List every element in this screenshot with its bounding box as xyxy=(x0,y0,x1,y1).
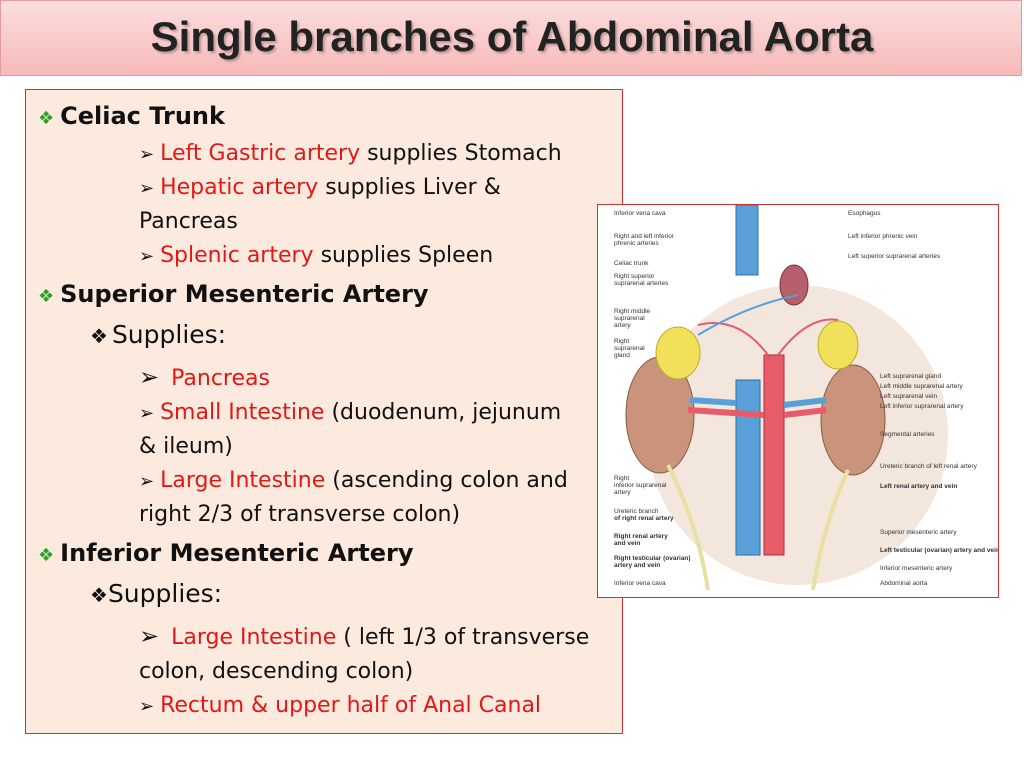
figure-label-right: Left inferior suprarenal artery xyxy=(880,403,964,410)
title-bar xyxy=(0,0,1022,76)
arrow-bullet-icon: ➢ xyxy=(139,178,155,199)
ima-item-1-cont: colon, descending colon) xyxy=(139,659,414,684)
arrow-bullet-icon: ➢ xyxy=(139,471,155,492)
figure-label-left: gland xyxy=(614,352,630,359)
celiac-item-1: ➢Left Gastric artery supplies Stomach xyxy=(139,141,562,166)
figure-label-right: Left middle suprarenal artery xyxy=(880,383,963,390)
figure-label-left: suprarenal arteries xyxy=(614,280,669,287)
figure-label-right: Left renal artery and vein xyxy=(880,483,958,490)
figure-label-left: Inferior vena cava xyxy=(614,210,666,217)
celiac-item-2-cont: Pancreas xyxy=(139,209,238,234)
figure-label-right: Left suprarenal vein xyxy=(880,393,938,400)
diamond-bullet-icon: ❖ xyxy=(38,108,55,129)
figure-label-left: Right renal artery xyxy=(614,533,668,540)
ima-heading: ❖Inferior Mesenteric Artery xyxy=(38,539,414,567)
inferior-vena-cava xyxy=(735,379,761,556)
abdominal-aorta xyxy=(763,354,785,556)
sma-supplies: ❖Supplies: xyxy=(90,320,227,349)
figure-label-left: suprarenal xyxy=(614,345,645,352)
figure-label-right: Esophagus xyxy=(848,210,881,217)
figure-label-left: suprarenal xyxy=(614,315,645,322)
figure-label-left: Right and left inferior xyxy=(614,233,674,240)
arrow-bullet-icon: ➢ xyxy=(139,144,155,165)
sma-item-3-cont: right 2/3 of transverse colon) xyxy=(139,502,461,527)
diamond-bullet-icon: ❖ xyxy=(90,583,108,607)
figure-label-left: Inferior vena cava xyxy=(614,580,666,587)
figure-label-left: artery xyxy=(614,322,631,329)
diamond-bullet-icon: ❖ xyxy=(90,324,108,348)
figure-label-left: Celiac trunk xyxy=(614,260,649,267)
figure-label-left: artery and vein xyxy=(614,562,661,569)
diamond-bullet-icon: ❖ xyxy=(38,545,55,566)
arrow-bullet-icon: ➢ xyxy=(139,363,160,391)
arrow-bullet-icon: ➢ xyxy=(139,246,155,267)
figure-label-left: Right superior xyxy=(614,273,655,280)
figure-label-right: Inferior mesenteric artery xyxy=(880,565,953,572)
figure-label-left: and vein xyxy=(614,540,641,547)
figure-label-right: Abdominal aorta xyxy=(880,580,928,587)
figure-label-right: Segmental arteries xyxy=(880,431,935,438)
celiac-heading: ❖Celiac Trunk xyxy=(38,102,225,130)
sma-item-2: ➢Small Intestine (duodenum, jejunum xyxy=(139,400,562,425)
content-box xyxy=(25,89,623,734)
figure-label-right: Left suprarenal gland xyxy=(880,373,942,380)
left-adrenal-gland xyxy=(817,320,859,370)
figure-label-left: Ureteric branch xyxy=(614,508,659,515)
figure-label-left: artery xyxy=(614,489,631,496)
arrow-bullet-icon: ➢ xyxy=(139,696,155,717)
ima-supplies: ❖Supplies: xyxy=(90,579,223,608)
figure-label-left: phrenic arteries xyxy=(614,240,659,247)
sma-item-1: ➢Pancreas xyxy=(139,363,270,391)
figure-label-left: Right xyxy=(614,338,630,345)
figure-label-right: Left superior suprarenal arteries xyxy=(848,253,941,260)
left-kidney xyxy=(820,364,886,476)
sma-heading: ❖Superior Mesenteric Artery xyxy=(38,280,429,308)
figure-label-left: inferior suprarenal xyxy=(614,482,667,489)
figure-label-left: Right xyxy=(614,475,630,482)
sma-item-2-cont: & ileum) xyxy=(139,434,233,459)
celiac-item-2: ➢Hepatic artery supplies Liver & xyxy=(139,175,501,200)
arrow-bullet-icon: ➢ xyxy=(139,622,160,650)
slide-title: Single branches of Abdominal Aorta xyxy=(150,13,874,60)
right-adrenal-gland xyxy=(655,326,701,380)
figure-label-right: Superior mesenteric artery xyxy=(880,529,957,536)
anatomy-illustration xyxy=(625,205,948,591)
ima-item-2: ➢Rectum & upper half of Anal Canal xyxy=(139,693,542,718)
figure-label-right: Left inferior phrenic vein xyxy=(848,233,918,240)
figure-label-left: of right renal artery xyxy=(614,515,674,522)
celiac-item-3: ➢Splenic artery supplies Spleen xyxy=(139,243,494,268)
arrow-bullet-icon: ➢ xyxy=(139,403,155,424)
figure-label-right: Ureteric branch of left renal artery xyxy=(880,463,977,470)
figure-label-left: Right middle xyxy=(614,308,651,315)
diamond-bullet-icon: ❖ xyxy=(38,286,55,307)
ima-item-1: ➢Large Intestine ( left 1/3 of transvers… xyxy=(139,622,590,650)
sma-item-3: ➢Large Intestine (ascending colon and xyxy=(139,468,568,493)
figure-label-right: Left testicular (ovarian) artery and vei… xyxy=(880,547,999,554)
figure-label-left: Right testicular (ovarian) xyxy=(614,555,691,562)
